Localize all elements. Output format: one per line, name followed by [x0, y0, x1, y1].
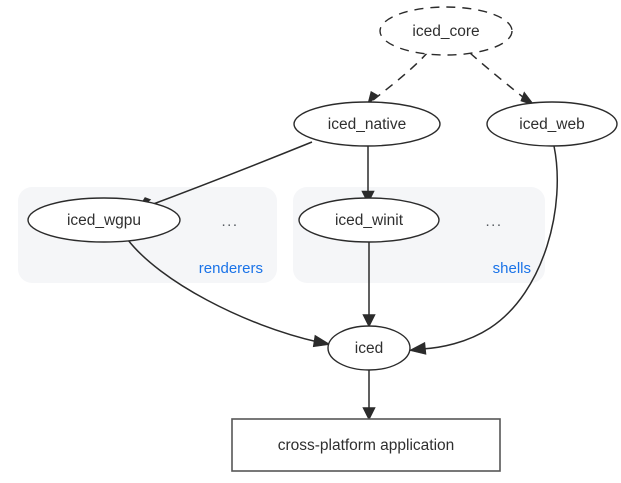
edge-iced-to-application [362, 370, 376, 421]
node-iced-web-shape[interactable] [486, 101, 618, 147]
node-iced-wgpu-shape[interactable] [27, 197, 181, 243]
node-iced-core-shape[interactable] [379, 6, 513, 56]
edge-path [469, 52, 530, 103]
node-iced-native-label: iced_native [328, 116, 406, 133]
cluster-renderers-label: renderers [199, 260, 263, 277]
arrowhead-icon [361, 190, 375, 205]
node-iced-native[interactable]: iced_native [293, 101, 441, 147]
edge-iced-wgpu-to-iced [127, 239, 331, 348]
node-iced-wgpu-label: iced_wgpu [67, 212, 141, 229]
node-iced-web-label: iced_web [519, 116, 585, 133]
node-iced-label: iced [355, 340, 383, 357]
node-iced[interactable]: iced [327, 325, 411, 371]
edge-path [147, 141, 313, 207]
arrowhead-icon [312, 334, 331, 348]
edge-iced-web-to-iced [408, 145, 558, 355]
node-iced-winit[interactable]: iced_winit [298, 197, 440, 243]
edge-iced-core-to-iced-native [366, 51, 429, 106]
node-iced-wgpu[interactable]: iced_wgpu [27, 197, 181, 243]
edge-path [421, 145, 558, 350]
node-iced-web[interactable]: iced_web [486, 101, 618, 147]
node-iced-winit-label: iced_winit [335, 212, 404, 229]
node-application-label: cross-platform application [278, 437, 455, 454]
edge-iced-core-to-iced-web [469, 52, 536, 107]
node-iced-winit-shape[interactable] [298, 197, 440, 243]
node-application[interactable]: cross-platform application [231, 418, 501, 472]
edge-path [371, 51, 429, 102]
renderers-more-ellipsis: ... [221, 213, 238, 230]
arrowhead-icon [408, 341, 427, 355]
node-iced-native-shape[interactable] [293, 101, 441, 147]
shells-more-ellipsis: ... [485, 213, 502, 230]
node-iced-core[interactable]: iced_core [379, 6, 513, 56]
edge-iced-winit-to-iced [362, 241, 376, 328]
arrowhead-icon [362, 407, 376, 421]
node-iced-core-label: iced_core [412, 23, 479, 40]
node-application-shape[interactable] [231, 418, 501, 472]
arrowhead-icon [362, 314, 376, 328]
node-iced-shape[interactable] [327, 325, 411, 371]
edge-path [127, 239, 319, 343]
cluster-shells-label: shells [493, 260, 531, 277]
edge-iced-native-to-iced-winit [361, 146, 375, 205]
